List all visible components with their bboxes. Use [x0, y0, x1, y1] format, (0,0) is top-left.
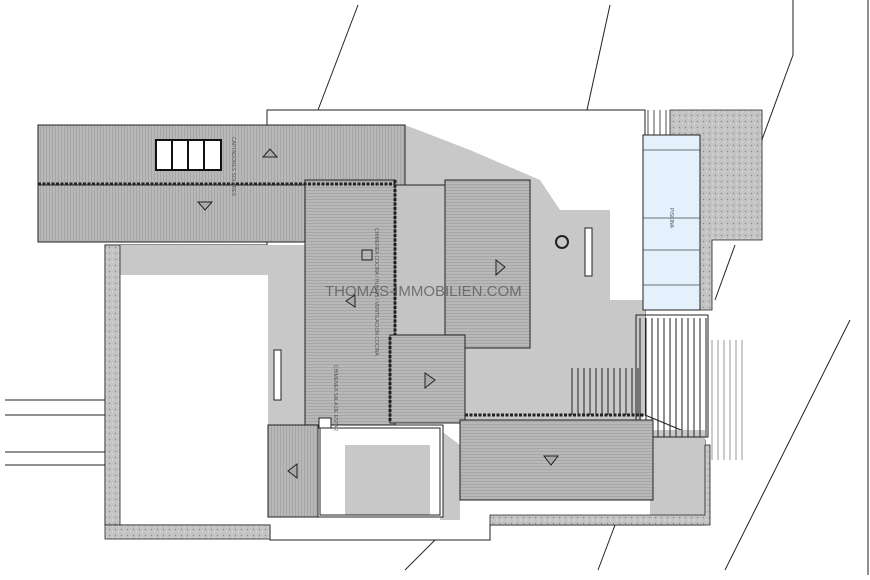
solar-panels: [155, 139, 222, 171]
roof-south: [459, 419, 654, 501]
pool: PISCINA: [642, 110, 701, 311]
slope-arrows: [196, 148, 560, 480]
round-vent: [555, 235, 569, 249]
kitchen-chimney-label: CHIMENEA COCINA / HUMOS / VENTILACION CO…: [373, 228, 379, 356]
small-tag-2: [273, 349, 282, 401]
roof-east: [444, 179, 531, 349]
small-tag-1: [584, 227, 593, 277]
kitchen-chimney: [361, 249, 373, 261]
living-chimney: [318, 417, 332, 429]
roof-core: [394, 184, 446, 336]
gravel-borders: [104, 109, 763, 540]
living-chimney-label: CHIMENEA SALA DE ESTAR: [332, 365, 338, 431]
pergola: [571, 314, 743, 460]
watermark: THOMAS-IMMOBILIEN.COM: [325, 283, 522, 300]
solar-label: CAPTADORES SOLARES: [230, 137, 236, 197]
roofs: [37, 124, 654, 518]
gutters: [38, 180, 645, 423]
roof-north-wing-lower: [37, 184, 306, 243]
pool-label: PISCINA: [668, 208, 674, 229]
site-lines: [5, 0, 869, 575]
